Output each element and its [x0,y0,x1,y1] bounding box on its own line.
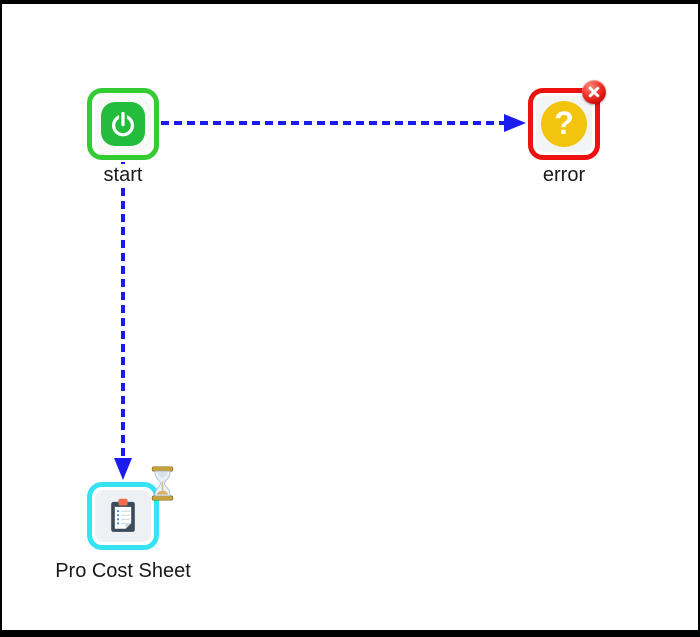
node-start-label: start [100,164,146,186]
node-start[interactable] [87,88,159,160]
question-icon: ? [541,101,587,147]
connector-start-error[interactable] [161,114,526,132]
node-pro-cost-sheet[interactable] [87,466,174,550]
node-pro-cost-sheet-body [95,490,151,542]
node-start-body [95,96,151,152]
hourglass-icon [151,466,174,501]
node-pro-cost-sheet-label: Pro Cost Sheet [52,560,194,582]
node-error-label: error [539,164,589,186]
node-error-body: ? [536,96,592,152]
clipboard-icon [111,498,135,532]
remove-badge-icon [582,80,606,104]
question-glyph: ? [554,105,574,141]
power-icon [101,102,145,146]
connector-start-pro-cost-sheet[interactable] [114,162,132,480]
node-error[interactable]: ? [528,80,606,160]
